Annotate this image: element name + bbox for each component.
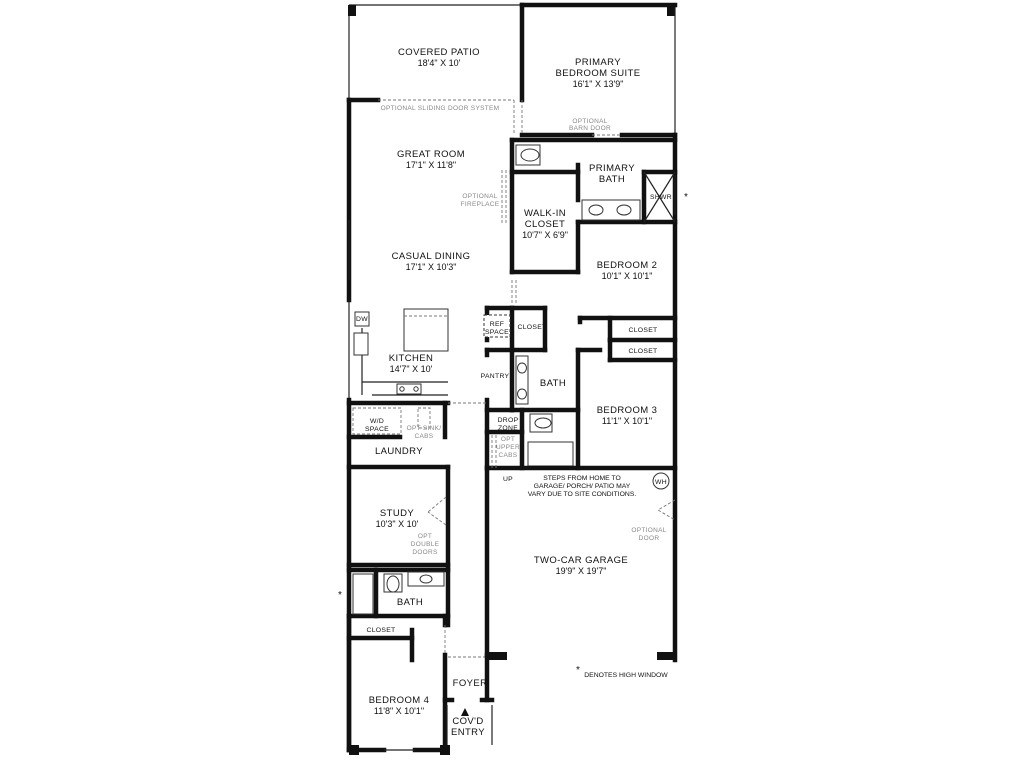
- center-core-walls: [483, 305, 581, 471]
- optional-door-note-1: OPTIONAL: [631, 527, 666, 534]
- casual-dining-dim: 17'1" X 10'3": [406, 262, 457, 272]
- covered-patio-dim: 18'4" X 10': [418, 58, 461, 68]
- high-window-star-2: *: [338, 590, 342, 601]
- bedroom4-closet-label: CLOSET: [367, 627, 396, 634]
- kitchen-dim: 14'7" X 10': [390, 364, 433, 374]
- garage-label: TWO-CAR GARAGE: [534, 555, 628, 566]
- upper-cabs-note-1: OPT: [501, 436, 515, 443]
- high-window-star-3: *: [576, 665, 580, 676]
- sliding-door-note: OPTIONAL SLIDING DOOR SYSTEM: [381, 105, 500, 112]
- lower-bath-walls: [346, 567, 451, 619]
- center-bath-label: BATH: [540, 378, 566, 389]
- bedroom-walls: [575, 315, 678, 471]
- bedroom3-closet-label: CLOSET: [629, 348, 658, 355]
- primary-bath-label-2: BATH: [599, 174, 625, 185]
- steps-note-3: VARY DUE TO SITE CONDITIONS.: [528, 491, 637, 498]
- upper-cabs-note-3: CABS: [499, 452, 518, 459]
- primary-suite-label-1: PRIMARY: [575, 57, 621, 68]
- pantry-label: PANTRY: [481, 373, 510, 380]
- bedroom4-dim: 11'8" X 10'1": [374, 706, 424, 716]
- study-label: STUDY: [380, 508, 414, 519]
- laundry-walls: [346, 400, 451, 628]
- kitchen-label: KITCHEN: [389, 353, 434, 364]
- covered-patio-label: COVERED PATIO: [398, 47, 480, 58]
- bedroom3-label: BEDROOM 3: [597, 405, 658, 416]
- primary-suite-walls: [513, 2, 678, 138]
- high-window-note: DENOTES HIGH WINDOW: [584, 672, 668, 679]
- great-room-label: GREAT ROOM: [397, 149, 465, 160]
- double-doors-note-2: DOUBLE: [411, 541, 440, 548]
- primary-bath-label-1: PRIMARY: [589, 163, 635, 174]
- center-closet-label: CLOSET: [518, 324, 547, 331]
- great-room-dim: 17'1" X 11'8": [406, 160, 456, 170]
- high-window-star-1: *: [684, 192, 688, 203]
- wd-space-label-1: W/D: [370, 418, 384, 425]
- fireplace-note-1: OPTIONAL: [462, 193, 497, 200]
- lower-bath-label: BATH: [397, 597, 423, 608]
- double-doors-note-1: OPT: [418, 533, 432, 540]
- optional-door-note-2: DOOR: [639, 535, 660, 542]
- steps-up-label: UP: [503, 476, 513, 483]
- bedroom2-label: BEDROOM 2: [597, 260, 658, 271]
- covd-entry-label-2: ENTRY: [451, 727, 485, 738]
- walk-in-closet-label-2: CLOSET: [525, 219, 565, 230]
- study-dim: 10'3" X 10': [376, 519, 419, 529]
- bedroom3-dim: 11'1" X 10'1": [602, 416, 652, 426]
- laundry-label: LAUNDRY: [375, 446, 423, 457]
- double-doors-note-3: DOORS: [412, 549, 438, 556]
- primary-suite-dim: 16'1" X 13'9": [573, 79, 624, 89]
- primary-bath-walls: [509, 137, 678, 275]
- upper-cabs-note-2: UPPER: [496, 444, 520, 451]
- bedroom4-label: BEDROOM 4: [369, 695, 430, 706]
- covered-patio-outline: [348, 4, 676, 135]
- bedroom2-dim: 10'1" X 10'1": [602, 271, 653, 281]
- walk-in-closet-dim: 10'7" X 6'9": [522, 230, 568, 240]
- steps-note-2: GARAGE/ PORCH/ PATIO MAY: [534, 483, 631, 490]
- drop-zone-label-1: DROP: [498, 417, 519, 424]
- kitchen-fixtures: [346, 308, 487, 406]
- sink-cabs-note-1: OPT SINK/: [407, 425, 442, 432]
- primary-suite-label-2: BEDROOM SUITE: [556, 68, 641, 79]
- casual-dining-label: CASUAL DINING: [392, 251, 471, 262]
- drop-zone-label-2: ZONE: [498, 425, 518, 432]
- dishwasher-label: DW: [356, 316, 368, 323]
- water-heater-label: WH: [655, 479, 667, 486]
- ref-space-label-1: REF: [490, 321, 505, 328]
- walk-in-closet-label-1: WALK-IN: [524, 208, 566, 219]
- foyer-label: FOYER: [453, 678, 488, 689]
- steps-note-1: STEPS FROM HOME TO: [543, 475, 621, 482]
- foyer-walls: [442, 652, 495, 745]
- garage-dim: 19'9" X 19'7": [556, 566, 607, 576]
- study-walls: [346, 496, 451, 568]
- covd-entry-label-1: COV'D: [452, 716, 483, 727]
- garage-walls: [484, 435, 678, 660]
- ref-space-label-2: SPACE: [485, 329, 509, 336]
- barn-door-note-1: OPTIONAL: [572, 118, 607, 125]
- barn-door-note-2: BARN DOOR: [569, 125, 611, 132]
- walk-in-closet-walls: [509, 219, 581, 305]
- bedroom4-walls: [346, 613, 448, 753]
- windows: [348, 170, 507, 280]
- shower-label: SHWR: [650, 194, 672, 201]
- bedroom2-closet-label: CLOSET: [629, 327, 658, 334]
- wd-space-label-2: SPACE: [365, 426, 389, 433]
- fireplace-note-2: FIREPLACE: [461, 201, 500, 208]
- sink-cabs-note-2: CABS: [415, 433, 434, 440]
